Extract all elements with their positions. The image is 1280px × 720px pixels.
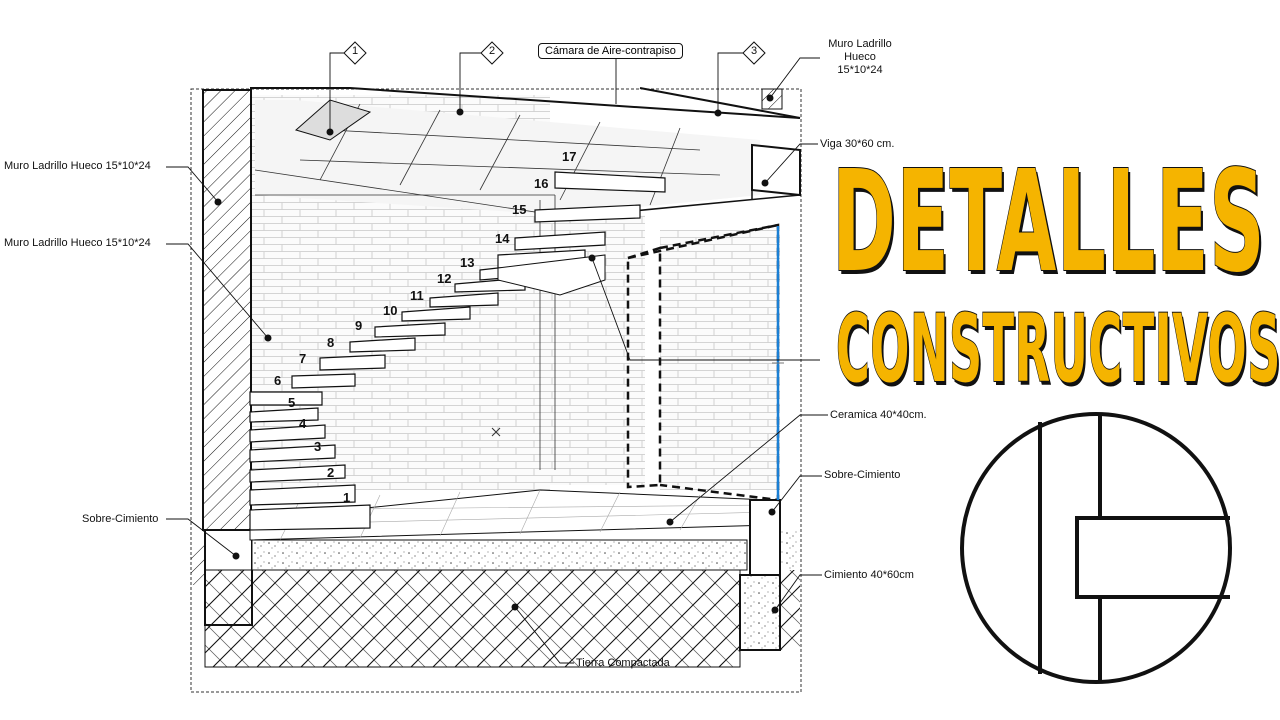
step-number: 4	[299, 416, 307, 431]
step-number: 8	[327, 335, 335, 350]
label-muro-right-line3: 15*10*24	[837, 64, 883, 76]
step-number: 11	[410, 288, 424, 303]
step-number: 1	[343, 490, 351, 505]
detail-circle	[960, 412, 1232, 684]
marker-3: 3	[750, 45, 758, 57]
title-line-1: DETALLES	[831, 141, 1266, 304]
label-cimiento: Cimiento 40*60cm	[824, 569, 914, 581]
marker-3-shape	[742, 41, 766, 65]
marker-2-shape	[480, 41, 504, 65]
label-muro-right: Muro Ladrillo Hueco 15*10*24	[822, 38, 898, 77]
label-tierra: Tierra Compactada	[576, 657, 670, 669]
label-sobre-cimiento-right: Sobre-Cimiento	[824, 469, 901, 481]
label-ceramica: Ceramica 40*40cm.	[830, 409, 927, 421]
step-number: 2	[327, 465, 335, 480]
label-muro-right-line1: Muro Ladrillo	[828, 38, 892, 50]
label-camara-aire: Cámara de Aire-contrapiso	[538, 43, 683, 59]
step-number: 10	[383, 303, 398, 318]
label-viga: Viga 30*60 cm.	[820, 138, 895, 150]
step-number: 5	[288, 395, 296, 410]
step-number: 13	[460, 255, 475, 270]
label-muro-left-1: Muro Ladrillo Hueco 15*10*24	[4, 160, 151, 172]
step-number: 15	[512, 202, 527, 217]
label-muro-left-2: Muro Ladrillo Hueco 15*10*24	[4, 237, 151, 249]
label-sobre-cimiento-left: Sobre-Cimiento	[82, 513, 159, 525]
step-number: 3	[314, 439, 322, 454]
step-number: 12	[437, 271, 452, 286]
title-line-2: CONSTRUCTIVOS	[836, 295, 1280, 404]
label-muro-right-line2: Hueco	[844, 51, 876, 63]
step-number: 16	[534, 176, 549, 191]
step-number: 7	[299, 351, 307, 366]
step-number: 17	[562, 149, 577, 164]
step-number: 9	[355, 318, 363, 333]
marker-1: 1	[351, 45, 359, 57]
marker-2: 2	[488, 45, 496, 57]
step-number: 6	[274, 373, 282, 388]
marker-1-shape	[343, 41, 367, 65]
step-number: 14	[495, 231, 510, 246]
